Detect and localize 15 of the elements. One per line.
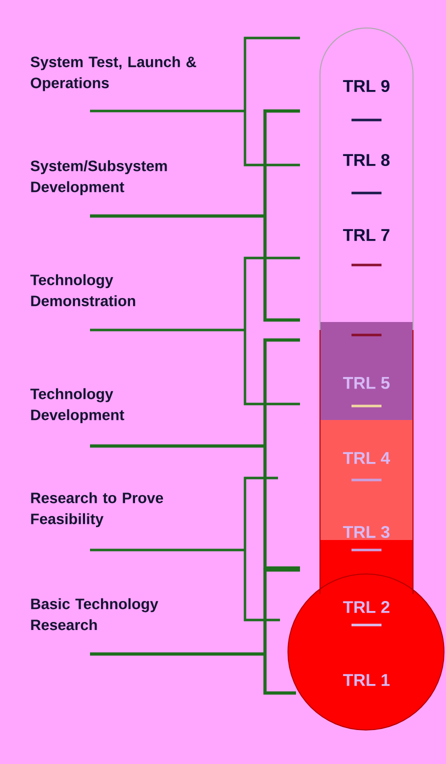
phase-label: Technology Development [30,388,124,424]
phase-label: Technology Demonstration [30,274,136,306]
thermometer: TRL 9 TRL 8 TRL 7 TRL 5 TRL 4 TRL 3 TRL 2 TRL 1 [288,28,444,730]
node-label: TRL 3 [343,526,390,538]
phase-label: System Test, Launch & Operations [30,56,196,92]
phase-label: Basic Technology Research [31,598,158,630]
phase-label: Research to Prove Feasibility [31,492,164,528]
node-label: TRL 8 [343,154,390,166]
node-label: TRL 4 [343,452,390,464]
node-label: TRL 9 [343,80,390,92]
node-label: TRL 7 [343,229,390,241]
node-label: TRL 1 [343,674,390,686]
node-label: TRL 2 [343,601,390,613]
phase-label: System/Subsystem Development [30,160,167,196]
node-label: TRL 5 [343,377,390,389]
